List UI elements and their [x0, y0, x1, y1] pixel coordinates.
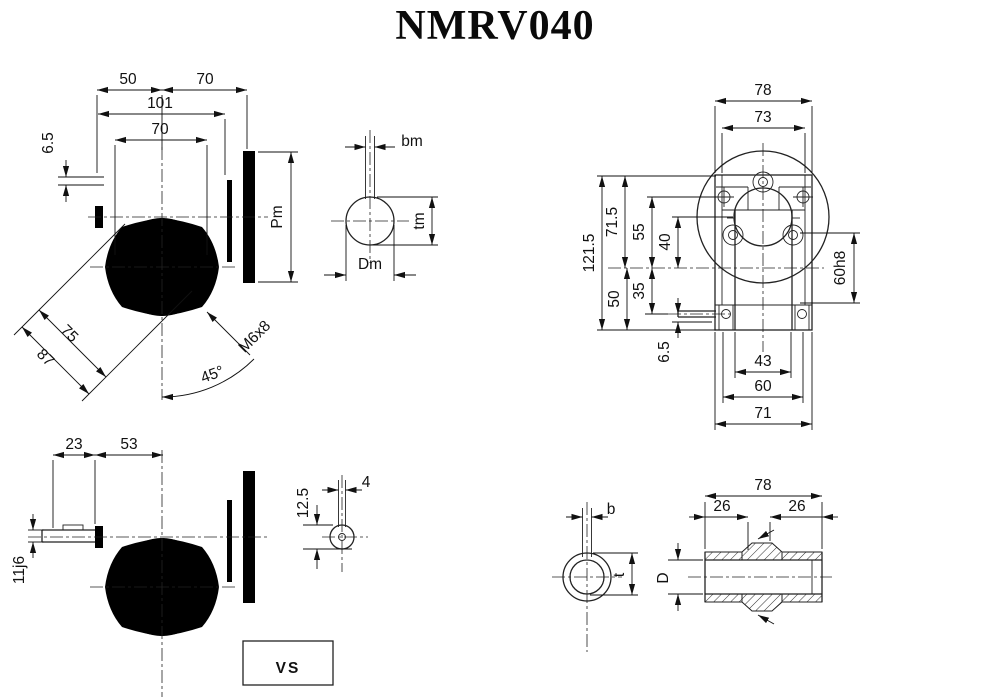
dim-bottom-stack: 43 60 71 — [714, 332, 813, 430]
svg-text:26: 26 — [788, 498, 805, 515]
svg-text:73: 73 — [754, 109, 771, 126]
dim-12-5: 12.5 — [295, 488, 352, 569]
svg-text:D: D — [655, 572, 672, 583]
svg-text:26: 26 — [713, 498, 730, 515]
svg-text:87: 87 — [33, 346, 57, 370]
dim-45deg: 45° — [161, 358, 255, 401]
svg-text:M6x8: M6x8 — [235, 317, 274, 356]
dim-78-top: 78 — [714, 82, 813, 173]
dim-b: b — [566, 501, 616, 521]
dim-dm: Dm — [324, 225, 416, 281]
svg-text:tm: tm — [411, 212, 428, 229]
svg-text:78: 78 — [754, 82, 771, 99]
svg-text:78: 78 — [754, 477, 771, 494]
svg-text:4: 4 — [362, 474, 371, 491]
svg-text:b: b — [607, 501, 616, 518]
svg-text:53: 53 — [120, 436, 137, 453]
svg-text:60h8: 60h8 — [832, 251, 849, 285]
svg-text:55: 55 — [631, 223, 648, 240]
dim-11j6: 11j6 — [11, 514, 44, 584]
dim-60h8: 60h8 — [800, 232, 860, 304]
rear-body — [714, 174, 813, 331]
output-shaft-section: 78 26 26 D — [655, 477, 838, 625]
output-bore-detail: b t — [552, 501, 638, 652]
dim-left-stack: 121.5 71.5 55 40 35 50 6.5 — [581, 175, 733, 363]
dim-pm: Pm — [258, 151, 298, 283]
svg-text:23: 23 — [65, 436, 82, 453]
motor-bore-detail: bm tm Dm — [324, 130, 438, 281]
dim-tm: tm — [373, 196, 438, 246]
svg-text:t: t — [611, 572, 628, 577]
dim-D: D — [655, 543, 703, 611]
dim-73: 73 — [721, 109, 806, 173]
dim-26-right: 26 — [769, 498, 838, 541]
svg-text:70: 70 — [196, 71, 214, 88]
svg-text:50: 50 — [119, 71, 137, 88]
dim-23-53: 23 53 — [52, 436, 163, 528]
front-view: 50 70 101 70 6.5 — [13, 71, 298, 402]
svg-text:12.5: 12.5 — [295, 488, 312, 518]
svg-text:35: 35 — [631, 282, 648, 299]
svg-text:50: 50 — [606, 290, 623, 308]
svg-text:75: 75 — [57, 322, 81, 346]
section-arrow-bottom — [757, 614, 775, 625]
worm-shaft-section: 4 12.5 — [295, 474, 371, 572]
dim-101: 101 — [98, 95, 226, 175]
svg-text:40: 40 — [657, 233, 674, 251]
dim-70-bolt: 70 — [114, 121, 208, 255]
svg-text:6.5: 6.5 — [656, 341, 673, 363]
svg-text:bm: bm — [401, 133, 423, 150]
svg-text:70: 70 — [151, 121, 169, 138]
dim-50-70: 50 70 — [96, 71, 248, 173]
svg-text:Dm: Dm — [358, 256, 382, 273]
dim-78-shaft: 78 — [704, 477, 823, 549]
shaft-key — [62, 524, 84, 531]
drawing-title: NMRV040 — [395, 3, 595, 49]
svg-text:101: 101 — [147, 95, 173, 112]
svg-text:6.5: 6.5 — [40, 132, 57, 154]
svg-text:60: 60 — [754, 378, 772, 395]
svg-text:71.5: 71.5 — [604, 207, 621, 237]
vs-view: 23 53 11j6 VS — [11, 436, 334, 697]
svg-text:VS: VS — [276, 660, 301, 677]
svg-text:71: 71 — [754, 405, 771, 422]
svg-text:11j6: 11j6 — [11, 556, 28, 584]
dim-t: t — [590, 552, 638, 596]
svg-text:121.5: 121.5 — [581, 234, 598, 273]
svg-text:45°: 45° — [199, 363, 227, 387]
section-arrow-top — [757, 529, 775, 540]
dim-4: 4 — [322, 474, 371, 494]
dim-bm: bm — [345, 133, 423, 151]
dim-6-5: 6.5 — [40, 132, 104, 202]
svg-text:43: 43 — [754, 353, 771, 370]
dim-m6x8: M6x8 — [206, 311, 274, 356]
vs-badge: VS — [242, 640, 334, 686]
dim-26-left: 26 — [689, 498, 749, 550]
svg-text:Pm: Pm — [269, 205, 286, 228]
rear-view: 78 73 — [581, 82, 860, 430]
